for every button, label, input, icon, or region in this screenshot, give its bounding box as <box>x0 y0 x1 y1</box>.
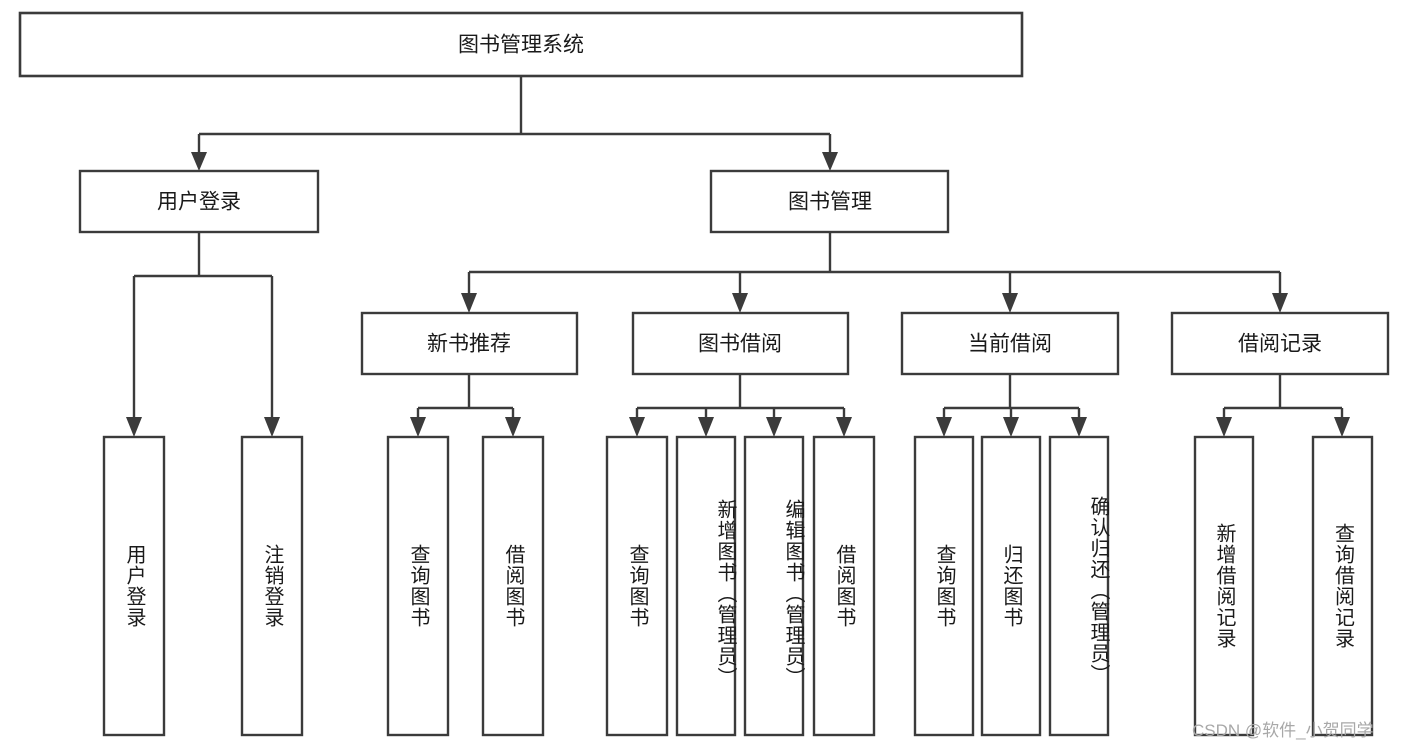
arrowhead-cb-leaf-3 <box>1071 417 1087 437</box>
connector-group-current-borrow <box>936 374 1087 437</box>
node-root-label: 图书管理系统 <box>458 34 584 57</box>
leaf-box-br-query-record[interactable] <box>1311 435 1374 737</box>
arrowhead-br-leaf-1 <box>1216 417 1232 437</box>
node-current-borrow-label: 当前借阅 <box>968 333 1052 356</box>
leaf-box-cb-return-book[interactable] <box>980 435 1042 737</box>
leaf-box-nbr-query-book[interactable] <box>386 435 450 737</box>
arrowhead-nbr-leaf-1 <box>410 417 426 437</box>
node-new-book-recommend-box[interactable] <box>360 311 579 376</box>
leaf-box-br-add-record[interactable] <box>1193 435 1255 737</box>
connector-group-user-login <box>126 232 280 437</box>
node-book-borrow-box[interactable] <box>631 311 850 376</box>
leaf-box-bb-add-book[interactable] <box>675 435 737 737</box>
leaf-box-cb-confirm-return[interactable] <box>1048 435 1110 737</box>
connector-group-root <box>191 76 838 171</box>
node-book-management[interactable]: 图书管理 <box>709 169 950 234</box>
arrowhead-current-borrow <box>1002 293 1018 313</box>
arrowhead-bb-leaf-4 <box>836 417 852 437</box>
arrowhead-user-login <box>191 152 207 171</box>
arrowhead-br-leaf-2 <box>1334 417 1350 437</box>
node-book-management-box[interactable] <box>709 169 950 234</box>
arrowhead-borrow-records <box>1272 293 1288 313</box>
arrowhead-leaf-logout <box>264 417 280 437</box>
leaf-box-cb-query-book[interactable] <box>913 435 975 737</box>
arrowhead-book-mgmt <box>822 152 838 171</box>
leaf-box-bb-query-book[interactable] <box>605 435 669 737</box>
connector-group-book-mgmt <box>461 232 1288 313</box>
node-user-login[interactable]: 用户登录 <box>78 169 320 234</box>
node-user-login-box[interactable] <box>78 169 320 234</box>
leaf-boxes-book-borrow <box>605 435 876 737</box>
leaf-box-bb-borrow-book[interactable] <box>812 435 876 737</box>
node-current-borrow-box[interactable] <box>900 311 1120 376</box>
arrowhead-cb-leaf-1 <box>936 417 952 437</box>
node-current-borrow[interactable]: 当前借阅 <box>900 311 1120 376</box>
node-root-box[interactable] <box>18 11 1024 78</box>
arrowhead-bb-leaf-3 <box>766 417 782 437</box>
node-book-borrow-label: 图书借阅 <box>698 333 782 356</box>
node-book-borrow[interactable]: 图书借阅 <box>631 311 850 376</box>
connector-group-book-borrow <box>629 374 852 437</box>
arrowhead-nbr-leaf-2 <box>505 417 521 437</box>
leaf-boxes-new-book-recommend <box>386 435 545 737</box>
connector-group-new-book-recommend <box>410 374 521 437</box>
arrowhead-new-book-recommend <box>461 293 477 313</box>
arrowhead-book-borrow <box>732 293 748 313</box>
leaf-box-nbr-borrow-book[interactable] <box>481 435 545 737</box>
arrowhead-bb-leaf-1 <box>629 417 645 437</box>
node-borrow-records[interactable]: 借阅记录 <box>1170 311 1390 376</box>
node-new-book-recommend-label: 新书推荐 <box>427 333 511 356</box>
connector-group-borrow-records <box>1216 374 1350 437</box>
node-user-login-label: 用户登录 <box>157 191 241 214</box>
csdn-watermark: CSDN @软件_小贺同学 <box>1192 721 1374 740</box>
node-book-management-label: 图书管理 <box>788 191 872 214</box>
node-borrow-records-box[interactable] <box>1170 311 1390 376</box>
arrowhead-cb-leaf-2 <box>1003 417 1019 437</box>
arrowhead-leaf-user-login <box>126 417 142 437</box>
node-root[interactable]: 图书管理系统 <box>18 11 1024 78</box>
node-borrow-records-label: 借阅记录 <box>1238 333 1322 356</box>
leaf-boxes-current-borrow <box>913 435 1110 737</box>
leaf-box-bb-edit-book[interactable] <box>743 435 805 737</box>
node-new-book-recommend[interactable]: 新书推荐 <box>360 311 579 376</box>
arrowhead-bb-leaf-2 <box>698 417 714 437</box>
leaf-box-user-login[interactable] <box>102 435 166 737</box>
leaf-box-logout[interactable] <box>240 435 304 737</box>
leaf-boxes-user-login <box>102 435 304 737</box>
leaf-boxes-borrow-records <box>1193 435 1374 737</box>
